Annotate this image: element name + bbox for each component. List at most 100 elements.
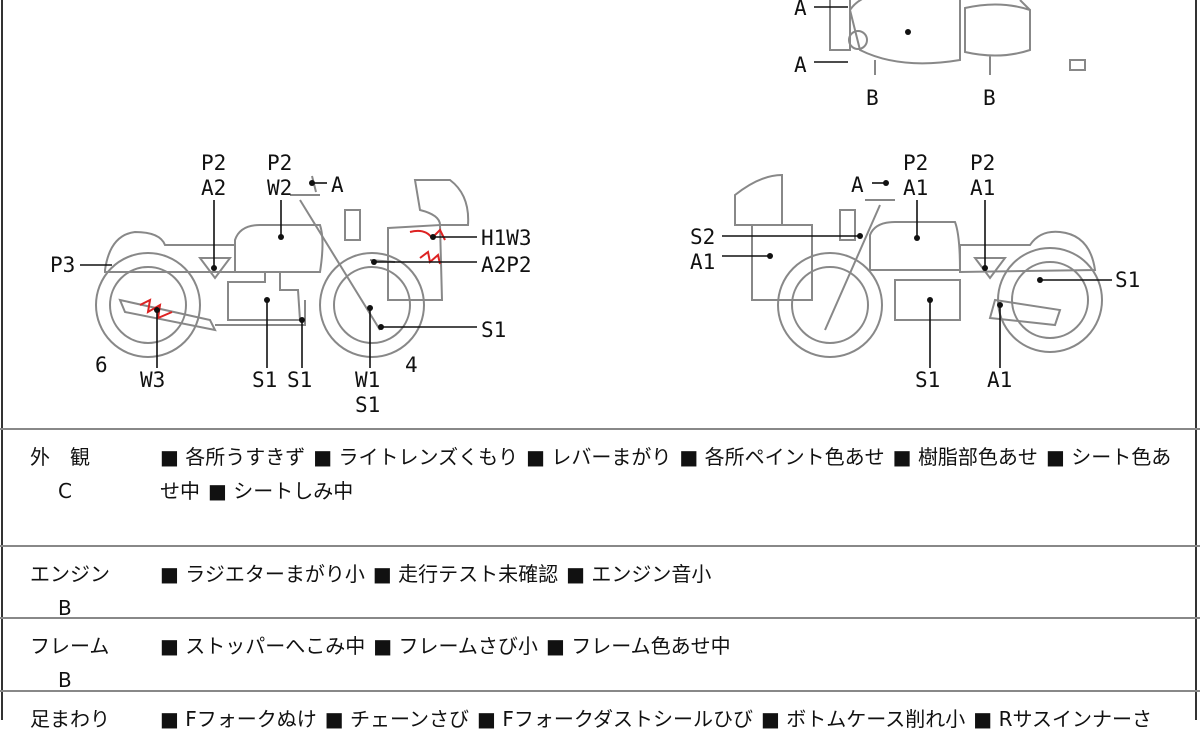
- condition-item: 樹脂部色あせ: [893, 445, 1038, 469]
- diagram-shape: [378, 324, 384, 330]
- diagram-shape: [430, 234, 436, 240]
- diagram-label: A: [794, 53, 807, 77]
- diagram-label: A1: [970, 176, 995, 200]
- diagram-shape: [829, 0, 961, 65]
- grade: B: [58, 596, 72, 620]
- left-side-labels: P2 A2 P2 W2 A H1W3 A2P2 P3 S1 6 W3 S1 S1…: [50, 151, 532, 417]
- right-side-bike: [734, 173, 1103, 358]
- diagram-shape: [883, 180, 889, 186]
- item-list: ストッパーへこみ中フレームさび小フレーム色あせ中: [160, 629, 1180, 663]
- category-name: フレーム: [30, 634, 110, 658]
- diagram-label: W3: [140, 368, 165, 392]
- diagram-shape: [290, 194, 381, 331]
- condition-item: 各所うすきず: [160, 445, 305, 469]
- condition-item: レバーまがり: [526, 445, 671, 469]
- diagram-shape: [973, 257, 1007, 280]
- diagram-shape: [791, 266, 869, 344]
- diagram-shape: [767, 253, 773, 259]
- diagram-shape: [734, 173, 813, 301]
- diagram-label: P2: [903, 151, 928, 175]
- condition-item: フレームさび小: [373, 634, 538, 658]
- diagram-shape: [95, 252, 201, 358]
- diagram-label: S1: [355, 393, 380, 417]
- diagram-label: A1: [690, 250, 715, 274]
- diagram-shape: [857, 233, 863, 239]
- diagram-shape: [824, 199, 895, 331]
- row-suspension: 足まわり FフォークぬけチェーンさびFフォークダストシールひびボトムケース削れ小…: [0, 690, 1200, 750]
- category-label: 足まわり: [30, 702, 110, 736]
- row-engine: エンジン B ラジエターまがり小走行テスト未確認エンジン音小: [0, 545, 1200, 620]
- condition-item: Fフォークぬけ: [160, 707, 317, 731]
- condition-item: エンジン音小: [566, 562, 711, 586]
- category-name: 外 観: [30, 445, 90, 469]
- diagram-shape: [371, 259, 377, 265]
- condition-item: ライトレンズくもり: [313, 445, 518, 469]
- row-exterior: 外 観 C 各所うすきずライトレンズくもりレバーまがり各所ペイント色あせ樹脂部色あ…: [0, 428, 1200, 545]
- diagram-shape: [914, 235, 920, 241]
- diagram-shape: [211, 265, 217, 271]
- diagram-label: W1: [355, 368, 380, 392]
- diagram-label: S1: [1115, 268, 1140, 292]
- diagram-shape: [982, 265, 988, 271]
- condition-item: シートしみ中: [208, 479, 353, 503]
- diagram-shape: [118, 298, 217, 332]
- diagram-label: P3: [50, 253, 75, 277]
- category-label: 外 観 C: [30, 440, 110, 508]
- diagram-shape: [333, 266, 411, 344]
- diagram-shape: [997, 302, 1003, 308]
- right-side-labels: A P2 A1 P2 A1 S2 A1 S1 S1 A1: [690, 151, 1140, 392]
- condition-item: Fフォークダストシールひび: [477, 707, 753, 731]
- diagram-label: 4: [405, 353, 418, 377]
- diagram-shape: [234, 224, 324, 273]
- diagram-shape: [139, 298, 173, 320]
- diagram-label: A1: [903, 176, 928, 200]
- diagram-label: S2: [690, 225, 715, 249]
- diagram-label: A: [331, 173, 344, 197]
- diagram-shape: [104, 230, 236, 273]
- condition-item: 各所ペイント色あせ: [679, 445, 884, 469]
- item-list: ラジエターまがり小走行テスト未確認エンジン音小: [160, 557, 1180, 591]
- diagram-shape: [369, 179, 470, 263]
- diagram-label: P2: [201, 151, 226, 175]
- condition-item: チェーンさび: [325, 707, 469, 731]
- diagram-shape: [154, 307, 160, 313]
- category-name: エンジン: [30, 562, 110, 586]
- damage-diagram: A A B B P2 A2 P2 W2 A H1W3 A2P2: [50, 0, 1140, 417]
- left-side-bike: [95, 175, 470, 358]
- diagram-label: S1: [287, 368, 312, 392]
- grade: C: [58, 479, 72, 503]
- diagram-label: H1W3: [481, 226, 532, 250]
- condition-item: Rサスインナーさ: [973, 707, 1152, 731]
- condition-item: ラジエターまがり小: [160, 562, 365, 586]
- diagram-shape: [1011, 261, 1089, 339]
- diagram-shape: [777, 252, 883, 358]
- diagram-shape: [869, 221, 962, 271]
- condition-item: ストッパーへこみ中: [160, 634, 365, 658]
- diagram-label: P2: [267, 151, 292, 175]
- diagram-shape: [387, 223, 444, 301]
- condition-item: 走行テスト未確認: [373, 562, 558, 586]
- diagram-shape: [1037, 277, 1043, 283]
- diagram-label: B: [866, 86, 879, 110]
- diagram-label: P2: [970, 151, 995, 175]
- item-list: FフォークぬけチェーンさびFフォークダストシールひびボトムケース削れ小Rサスイン…: [160, 702, 1180, 736]
- diagram-shape: [309, 180, 315, 186]
- sheet-frame: [1, 0, 1197, 720]
- diagram-shape: [959, 230, 1097, 274]
- top-view-labels: A A B B: [794, 0, 996, 110]
- top-view-bike: [829, 0, 1086, 75]
- diagram-label: A2: [201, 176, 226, 200]
- diagram-shape: [109, 266, 187, 344]
- diagram-label: A2P2: [481, 253, 532, 277]
- item-list: 各所うすきずライトレンズくもりレバーまがり各所ペイント色あせ樹脂部色あせシート色…: [160, 440, 1180, 508]
- diagram-shape: [278, 234, 284, 240]
- diagram-shape: [215, 300, 306, 326]
- diagram-label: A1: [987, 368, 1012, 392]
- diagram-shape: [874, 0, 1086, 75]
- category-name: 足まわり: [30, 707, 110, 731]
- diagram-shape: [848, 30, 868, 50]
- diagram-shape: [927, 297, 933, 303]
- diagram-shape: [319, 252, 425, 358]
- diagram-shape: [227, 271, 302, 321]
